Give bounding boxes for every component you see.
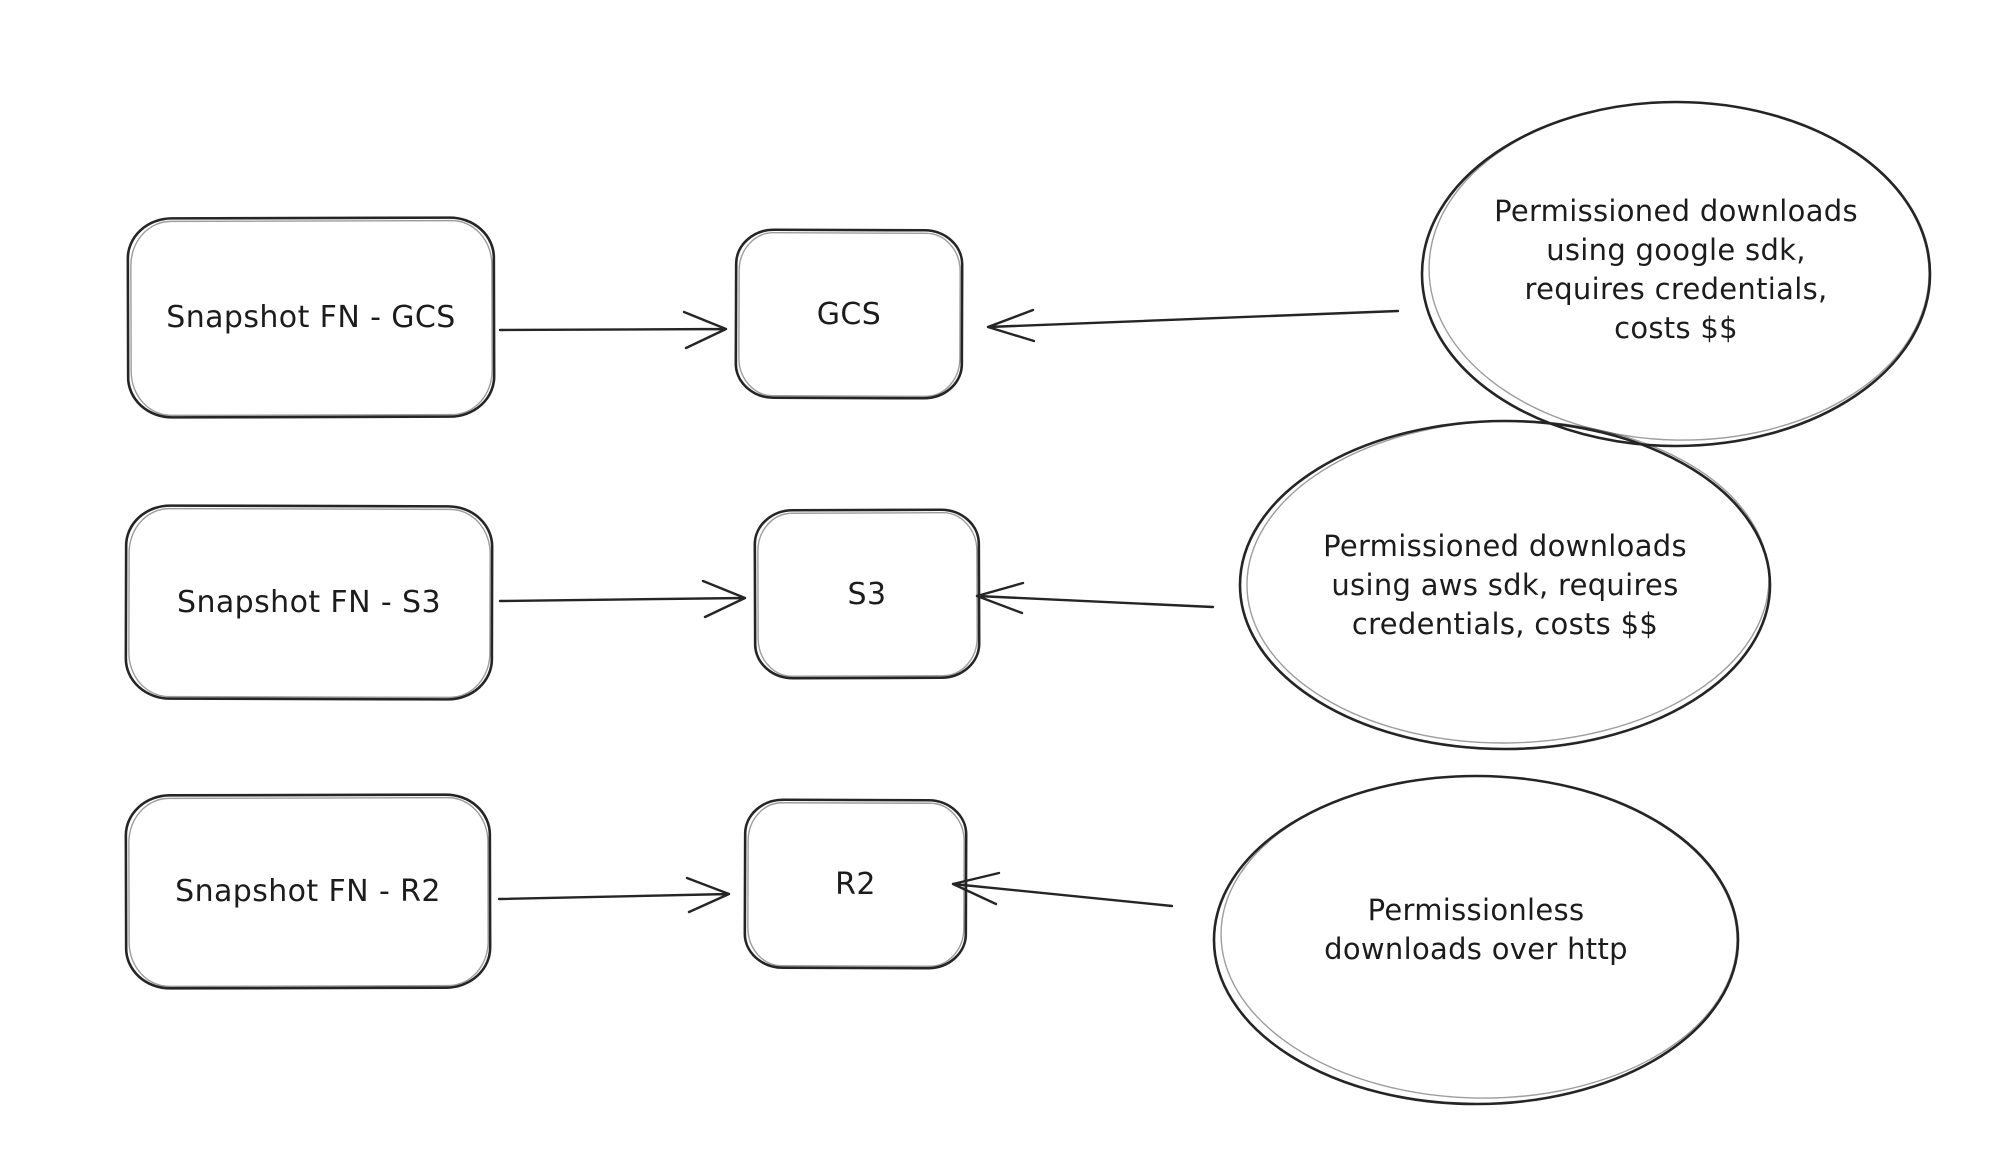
snapshot-fn-s3-label: Snapshot FN - S3 (177, 585, 441, 620)
snapshot-fn-r2-label: Snapshot FN - R2 (175, 874, 441, 909)
arrow-snapshot-to-s3 (498, 579, 747, 619)
arrow-snapshot-to-r2 (497, 876, 731, 914)
note-line: downloads over http (1324, 932, 1628, 966)
s3-box (753, 508, 981, 680)
arrow-note-to-gcs (986, 308, 1400, 343)
note-line: using google sdk, (1546, 233, 1806, 267)
note-line: Permissioned downloads (1494, 194, 1858, 228)
s3-label: S3 (847, 576, 887, 612)
note-line: using aws sdk, requires (1331, 567, 1679, 602)
r2-note-ellipse (1212, 774, 1740, 1106)
s3-note-ellipse (1238, 419, 1772, 751)
note-line: Permissionless (1367, 893, 1585, 927)
snapshot-fn-r2-box (124, 793, 492, 990)
r2-label: R2 (835, 866, 876, 902)
gcs-note-ellipse (1420, 100, 1932, 448)
snapshot-fn-s3-box (124, 504, 494, 701)
snapshot-fn-gcs-label: Snapshot FN - GCS (166, 300, 456, 335)
note-line: requires credentials, (1524, 272, 1828, 306)
snapshot-fn-gcs-box (126, 216, 496, 419)
arrow-note-to-r2 (951, 871, 1174, 908)
note-line: costs $$ (1614, 311, 1738, 345)
gcs-box (734, 228, 964, 400)
s3-note-text: Permissioned downloads using aws sdk, re… (1255, 522, 1755, 648)
note-line: Permissioned downloads (1323, 528, 1687, 563)
arrow-snapshot-to-gcs (498, 310, 728, 350)
gcs-label: GCS (816, 296, 882, 332)
gcs-note-text: Permissioned downloads using google sdk,… (1440, 188, 1912, 352)
r2-note-text: Permissionless downloads over http (1230, 882, 1722, 978)
arrow-note-to-s3 (975, 581, 1215, 615)
note-line: credentials, costs $$ (1351, 606, 1659, 641)
